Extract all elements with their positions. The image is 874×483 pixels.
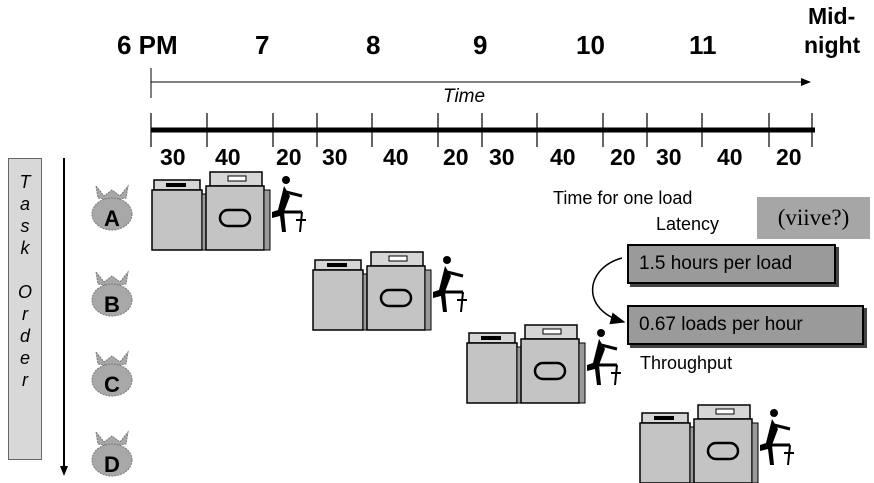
time-axis-label: Time: [443, 86, 486, 107]
laundry-station-c: [465, 323, 623, 405]
time-for-one-load-label: Time for one load: [553, 188, 693, 208]
segment-label: 20: [276, 144, 302, 170]
segment-label: 30: [322, 144, 348, 170]
task-order-letter: k: [20, 238, 30, 258]
hour-label-9: 9: [473, 30, 488, 60]
latency-value-box: 1.5 hours per load: [627, 244, 836, 284]
task-order-letter: r: [22, 304, 28, 324]
hour-label-midnight-top: Mid-: [808, 3, 856, 29]
hour-label-7: 7: [255, 30, 270, 60]
task-order-letter: s: [20, 216, 30, 236]
segment-label: 30: [160, 144, 186, 170]
task-order-letter: a: [19, 194, 30, 214]
load-label-c: C: [104, 372, 120, 397]
viive-annotation: (viive?): [757, 197, 870, 239]
hour-label-8: 8: [366, 30, 381, 60]
task-order-letter: d: [19, 326, 30, 346]
timeline-ticks: [150, 113, 813, 147]
hour-label-10: 10: [576, 30, 605, 60]
hour-label-midnight-bottom: night: [804, 32, 861, 58]
hour-label-11: 11: [689, 30, 717, 60]
task-order-letter: e: [19, 348, 30, 368]
latency-to-throughput-arrow: [591, 257, 626, 325]
laundry-station-b: [311, 250, 469, 332]
segment-label: 40: [550, 144, 576, 170]
task-order-letter: O: [17, 282, 32, 302]
segment-label: 20: [776, 144, 802, 170]
segment-label: 20: [443, 144, 469, 170]
task-order-letter: T: [19, 172, 31, 192]
load-label-b: B: [104, 292, 120, 317]
segment-label: 40: [383, 144, 409, 170]
task-order-bar: T a s k O r d e r: [8, 158, 42, 460]
laundry-station-a: [150, 170, 308, 252]
task-order-arrowhead: [60, 466, 68, 476]
latency-label: Latency: [656, 214, 720, 234]
task-order-letter: r: [22, 370, 28, 390]
load-label-d: D: [104, 452, 120, 477]
segment-label: 30: [489, 144, 515, 170]
segment-label: 40: [215, 144, 241, 170]
throughput-value-box: 0.67 loads per hour: [627, 305, 864, 345]
laundry-station-d: [638, 403, 796, 483]
segment-label: 20: [610, 144, 636, 170]
load-label-a: A: [104, 206, 120, 231]
segment-label: 30: [656, 144, 682, 170]
throughput-label: Throughput: [640, 353, 733, 373]
segment-label: 40: [717, 144, 743, 170]
hour-label-6pm: 6 PM: [117, 30, 178, 60]
